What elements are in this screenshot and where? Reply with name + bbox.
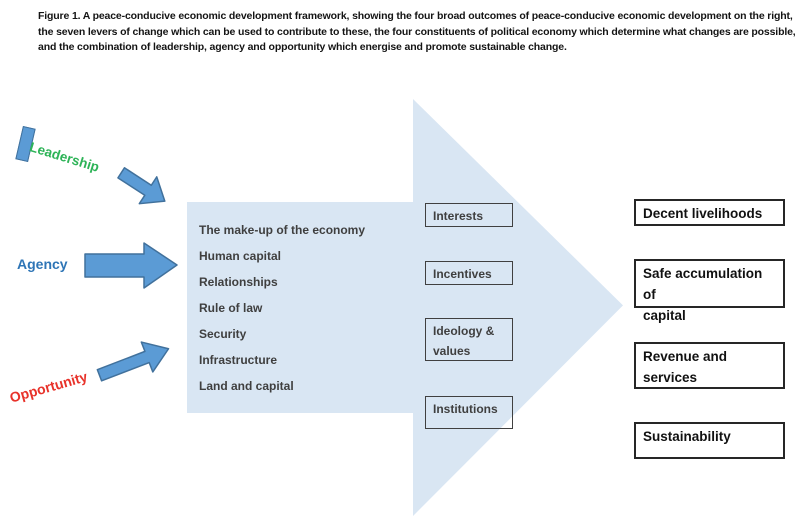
leadership-label: Leadership xyxy=(27,139,102,175)
outcome-box-safe-accumulation: Safe accumulation of capital xyxy=(634,259,785,323)
lever-item: Relationships xyxy=(199,275,278,289)
constituent-box-interests: Interests xyxy=(425,203,513,227)
lever-item: The make-up of the economy xyxy=(199,223,366,237)
lever-item: Human capital xyxy=(199,249,282,263)
opportunity-label: Opportunity xyxy=(7,368,90,406)
constituent-box-institutions: Institutions xyxy=(425,396,513,429)
lever-item: Land and capital xyxy=(199,379,294,393)
caption-line: and the combination of leadership, agenc… xyxy=(38,41,567,53)
outcome-box-decent-livelihoods: Decent livelihoods xyxy=(634,199,785,226)
leadership-arrow-icon xyxy=(112,159,174,215)
caption-line: the seven levers of change which can be … xyxy=(38,25,796,38)
figure-caption: Figure 1. A peace-conducive economic dev… xyxy=(38,9,800,56)
big-arrow-head xyxy=(413,99,623,516)
outcome-box-sustainability: Sustainability xyxy=(634,422,785,459)
lever-item: Infrastructure xyxy=(199,353,278,367)
outcome-box-revenue-services: Revenue and services xyxy=(634,342,785,389)
big-arrow-shaft xyxy=(187,202,413,413)
lever-item: Rule of law xyxy=(199,301,263,315)
caption-line: Figure 1. A peace-conducive economic dev… xyxy=(38,10,793,22)
constituent-box-incentives: Incentives xyxy=(425,261,513,285)
agency-label: Agency xyxy=(17,256,68,272)
levers-list: The make-up of the economy Human capital… xyxy=(199,217,365,399)
opportunity-arrow-icon xyxy=(91,332,177,392)
constituent-box-ideology-values: Ideology & values xyxy=(425,318,513,361)
agency-arrow-icon xyxy=(84,241,179,290)
lever-item: Security xyxy=(199,327,247,341)
